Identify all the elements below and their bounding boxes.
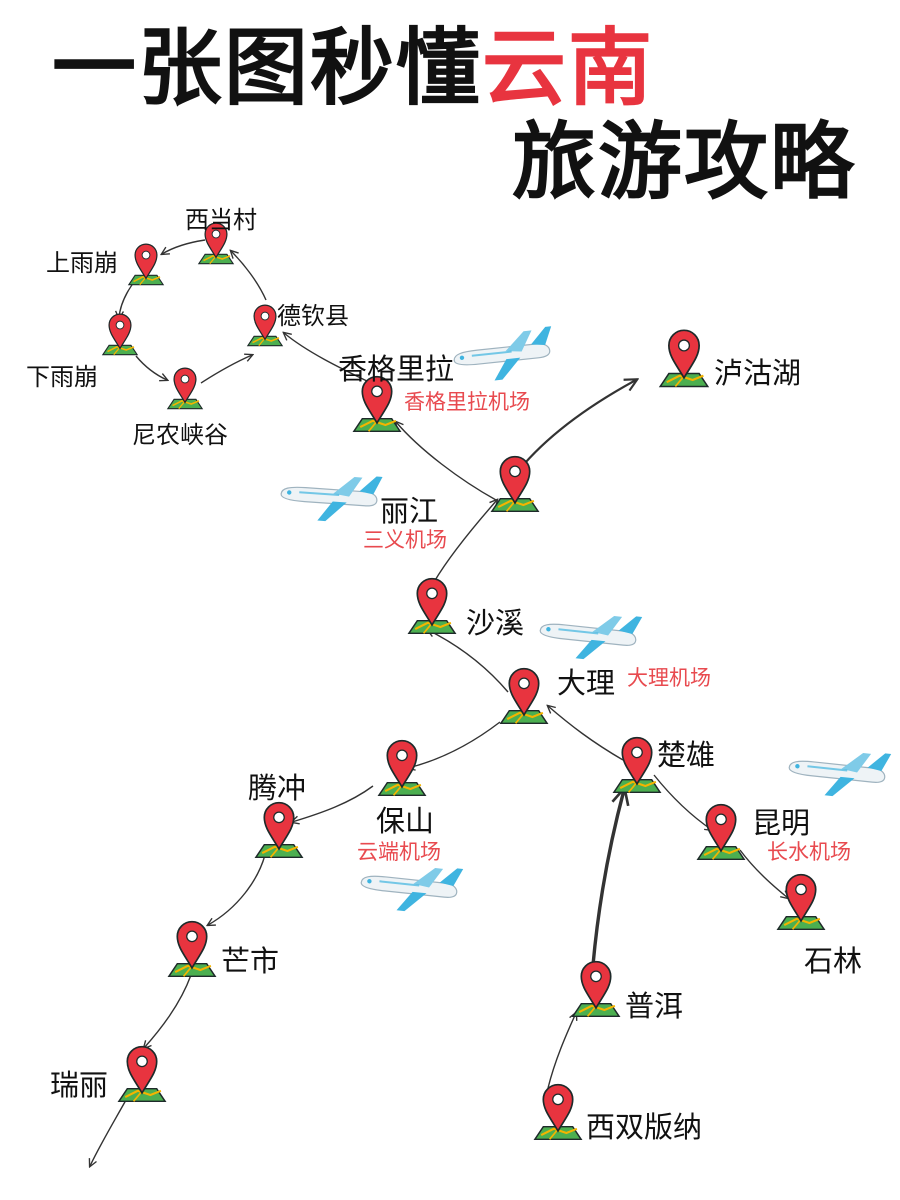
- pin-shilin[interactable]: [776, 873, 826, 931]
- airplane-icon: [786, 742, 892, 803]
- label-deqin: 德钦县: [277, 302, 349, 330]
- label-puer: 普洱: [625, 989, 684, 1023]
- map-pin-icon: [117, 1045, 167, 1103]
- map-pin-icon: [407, 577, 457, 635]
- airplane-icon: [537, 605, 643, 666]
- title-line-1: 一张图秒懂云南: [52, 18, 654, 118]
- map-pin-icon: [571, 960, 621, 1018]
- map-pin-icon: [612, 736, 662, 794]
- pin-xishuangbanna[interactable]: [533, 1083, 583, 1141]
- pin-lijiang[interactable]: [490, 455, 540, 513]
- airport-lijiang: 三义机场: [363, 528, 447, 552]
- label-ruili: 瑞丽: [50, 1068, 109, 1102]
- airport-shangrila: 香格里拉机场: [404, 390, 530, 414]
- airport-baoshan: 云端机场: [357, 840, 441, 864]
- pin-baoshan[interactable]: [377, 739, 427, 797]
- map-pin-icon: [377, 739, 427, 797]
- label-shaxi: 沙溪: [466, 606, 525, 640]
- label-xiayubeng: 下雨崩: [26, 363, 98, 391]
- title-highlight: 云南: [482, 19, 655, 117]
- label-xishuangbanna: 西双版纳: [586, 1110, 703, 1144]
- label-shangyubeng: 上雨崩: [46, 249, 118, 277]
- label-lijiang: 丽江: [380, 494, 439, 528]
- label-tengchong: 腾冲: [248, 771, 307, 805]
- pin-chuxiong[interactable]: [612, 736, 662, 794]
- map-pin-icon: [533, 1083, 583, 1141]
- airport-dali: 大理机场: [627, 666, 711, 690]
- map-pin-icon: [167, 920, 217, 978]
- label-mangshi: 芒市: [221, 944, 280, 978]
- pin-ninong[interactable]: [167, 367, 203, 410]
- label-ninong: 尼农峡谷: [132, 421, 228, 449]
- airplane-icon: [278, 469, 384, 526]
- pin-shangyubeng[interactable]: [128, 243, 164, 286]
- route-arrows: [90, 239, 788, 1166]
- label-baoshan: 保山: [376, 804, 435, 838]
- airplane-icon: [451, 325, 557, 386]
- map-pin-icon: [659, 329, 709, 388]
- map-pin-icon: [499, 667, 549, 725]
- title-line-2: 旅游攻略: [512, 113, 857, 211]
- map-pin-icon: [696, 803, 746, 861]
- pin-shaxi[interactable]: [407, 577, 457, 635]
- map-pin-icon: [128, 243, 164, 286]
- pin-puer[interactable]: [571, 960, 621, 1018]
- label-dali: 大理: [557, 666, 616, 700]
- label-chuxiong: 楚雄: [657, 738, 716, 772]
- title-part1: 一张图秒懂: [52, 19, 483, 117]
- label-shangrila: 香格里拉: [338, 352, 455, 386]
- pin-mangshi[interactable]: [167, 920, 217, 978]
- pin-kunming[interactable]: [696, 803, 746, 861]
- pin-xiayubeng[interactable]: [102, 313, 138, 356]
- label-kunming: 昆明: [752, 806, 811, 840]
- map-pin-icon: [167, 367, 203, 410]
- map-pin-icon: [102, 313, 138, 356]
- label-xidang: 西当村: [185, 206, 257, 234]
- pin-dali[interactable]: [499, 667, 549, 725]
- map-pin-icon: [254, 801, 304, 859]
- pin-ruili[interactable]: [117, 1045, 167, 1103]
- pin-tengchong[interactable]: [254, 801, 304, 859]
- label-lugu: 泸沽湖: [714, 356, 802, 390]
- airplane-icon: [358, 857, 464, 918]
- pin-lugu[interactable]: [659, 329, 709, 388]
- map-pin-icon: [776, 873, 826, 931]
- label-shilin: 石林: [804, 944, 863, 978]
- map-pin-icon: [490, 455, 540, 513]
- airport-kunming: 长水机场: [767, 840, 851, 864]
